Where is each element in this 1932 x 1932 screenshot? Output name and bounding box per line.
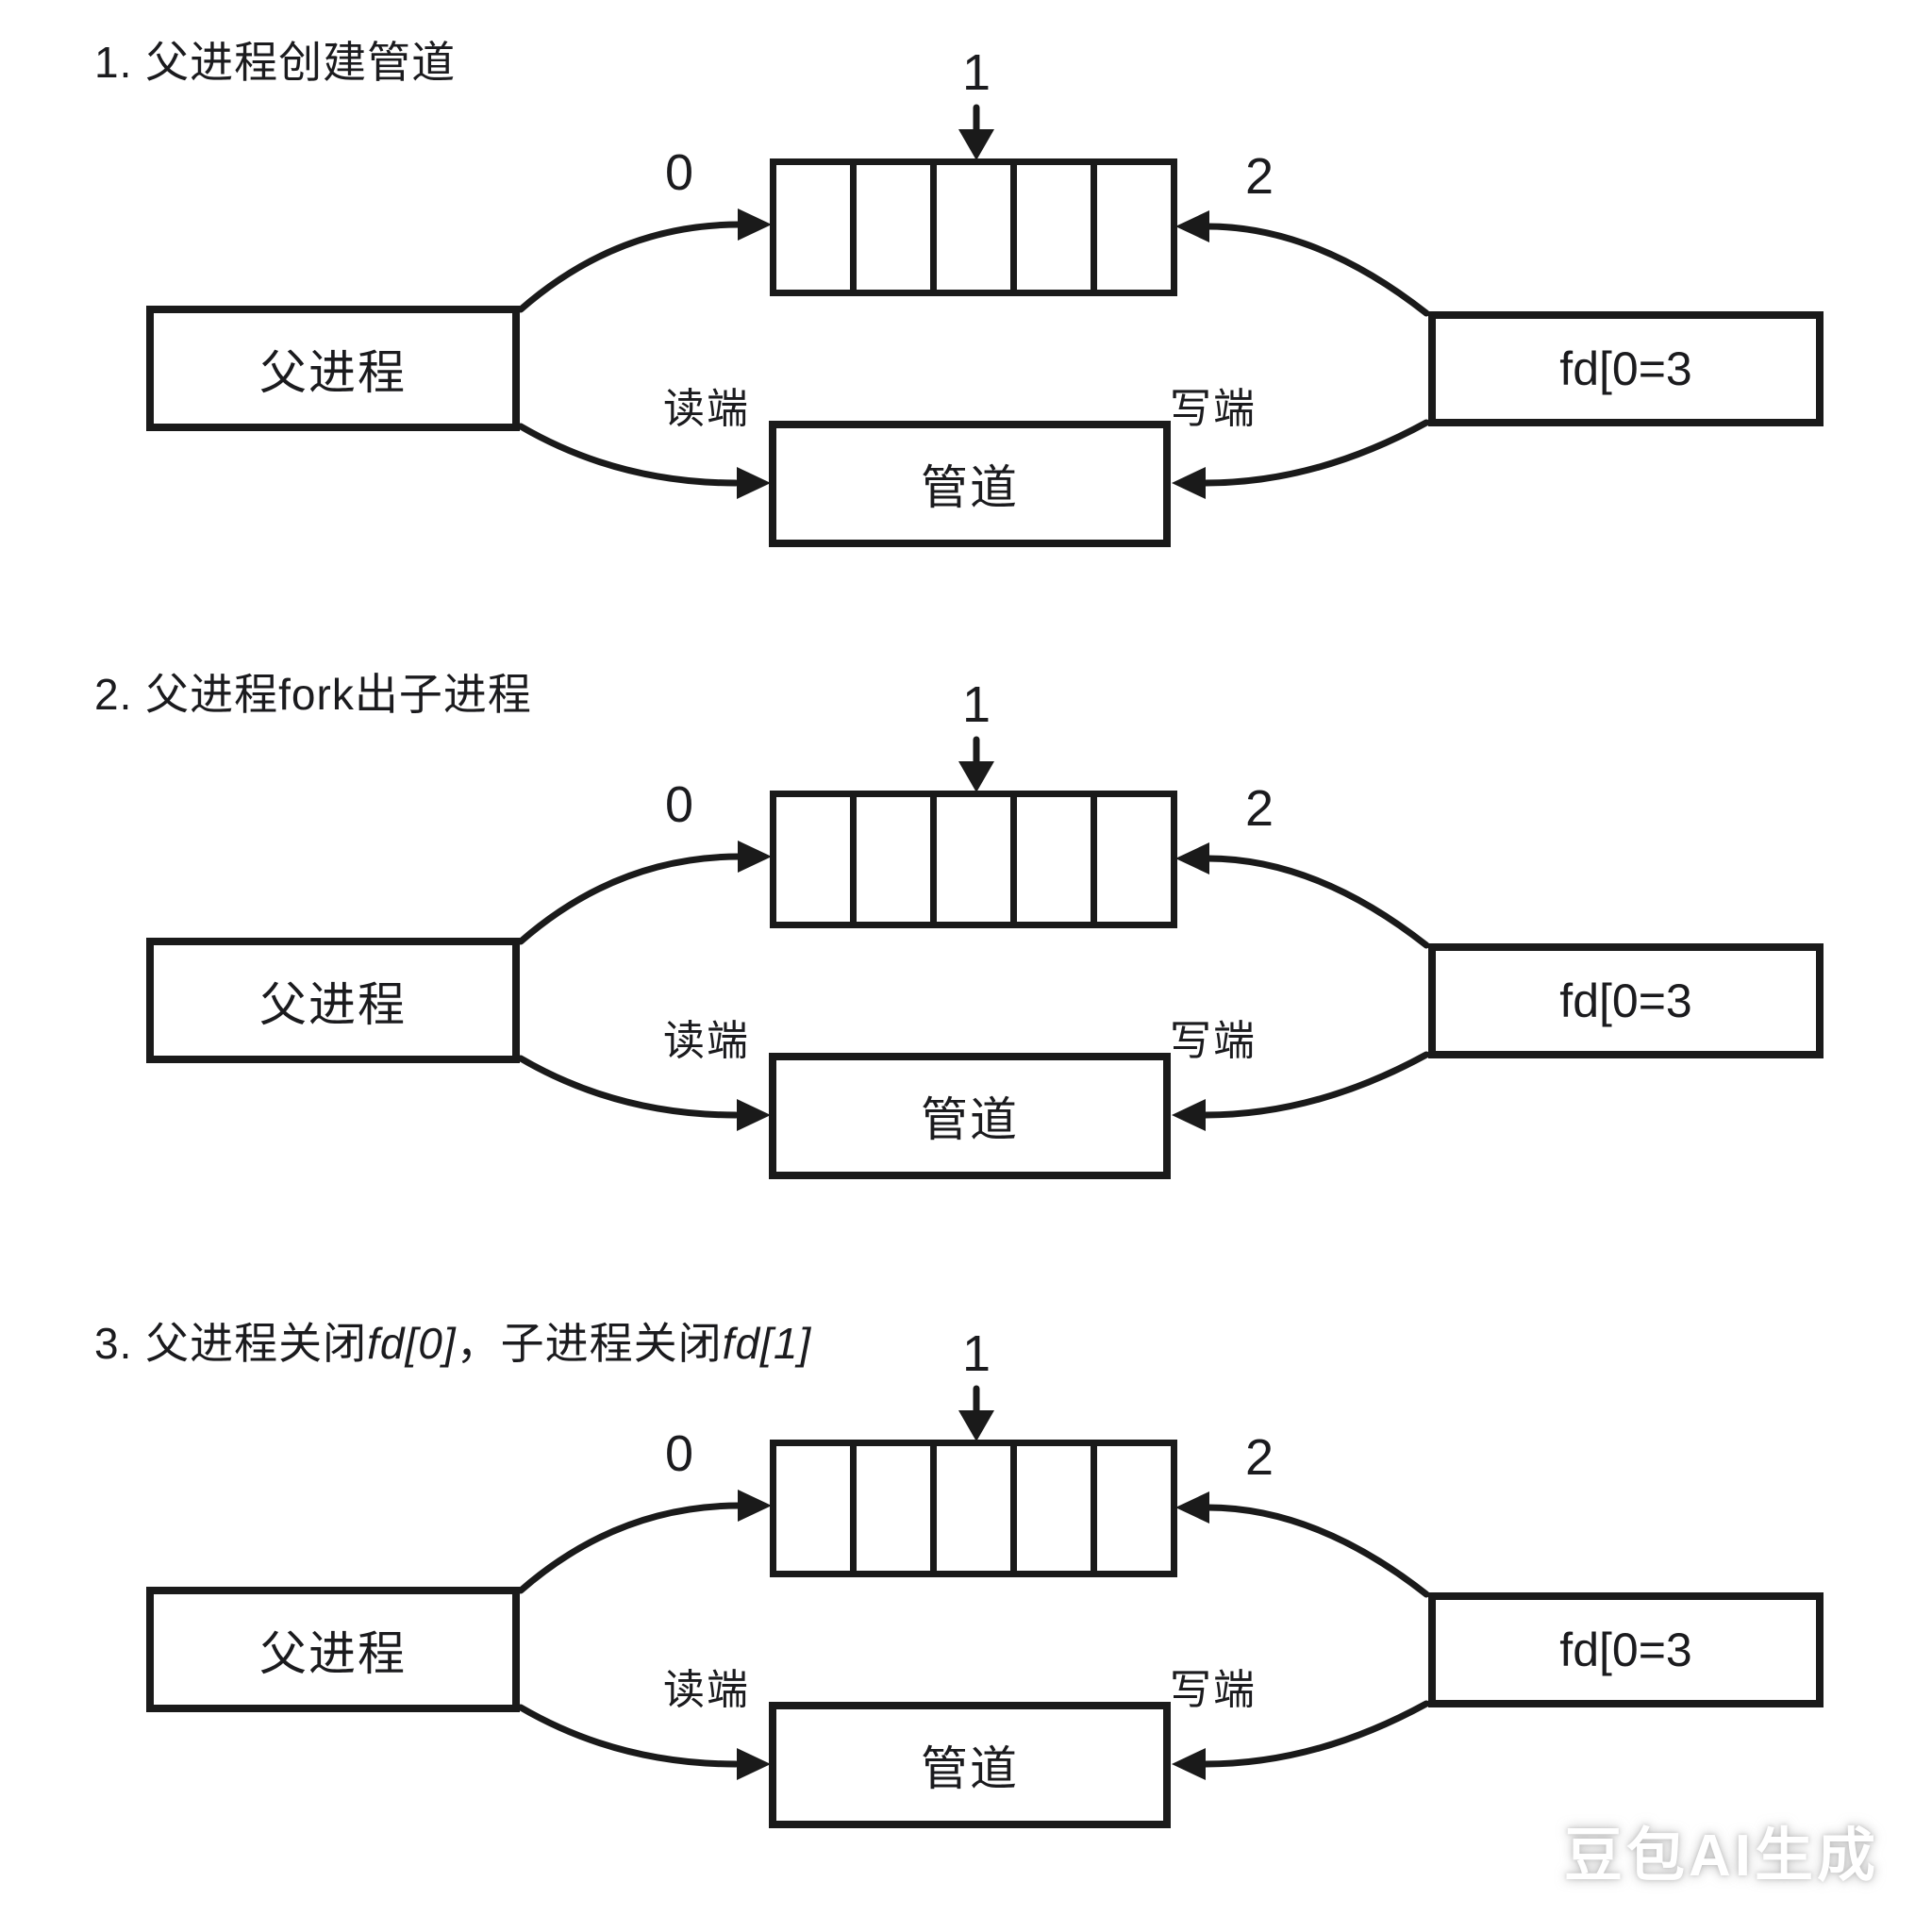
section-title: 3. 父进程关闭fd[0]，子进程关闭fd[1] — [94, 1319, 811, 1369]
section-title-part: fd[0] — [367, 1319, 457, 1368]
section-title-part: ，子进程关闭 — [456, 1319, 723, 1368]
fd-cell — [850, 1446, 930, 1571]
fd-cell — [850, 165, 930, 290]
section-title-part: 1. 父进程创建管道 — [94, 38, 457, 87]
arrow-parent-to-pipe — [517, 423, 740, 487]
fd-cell — [776, 1446, 850, 1571]
read-end-label: 读端 — [663, 1667, 750, 1713]
write-end-label: 写端 — [1170, 1018, 1257, 1064]
fd-index-label-0: 0 — [664, 144, 694, 201]
fd-cell — [1010, 165, 1091, 290]
read-end-label: 读端 — [663, 1018, 750, 1064]
arrow-fdbox-to-pipe-head — [1172, 467, 1206, 499]
fd-index-label-1: 1 — [961, 44, 991, 101]
arrow-parent-to-table-head — [738, 208, 772, 241]
diagram-section: 2. 父进程fork出子进程 1 0 2 父进程 fd[0=3 管道 读端 — [0, 670, 1932, 1281]
arrow-fd1-head — [958, 1410, 994, 1441]
arrow-parent-to-table — [517, 1502, 743, 1594]
fd-cell — [930, 165, 1010, 290]
fd-index-label-2: 2 — [1244, 148, 1274, 205]
arrow-parent-to-table-head — [738, 1490, 772, 1522]
diagram-section: 3. 父进程关闭fd[0]，子进程关闭fd[1] 1 0 2 父进程 fd[0=… — [0, 1319, 1932, 1930]
arrow-fdbox-to-table-head — [1175, 842, 1209, 874]
fd-cell — [930, 797, 1010, 922]
section-title: 1. 父进程创建管道 — [94, 38, 456, 88]
watermark: 豆包AI生成 — [1563, 1824, 1879, 1889]
fd-index-label-2: 2 — [1244, 780, 1274, 837]
write-end-label: 写端 — [1170, 386, 1257, 432]
arrow-fdbox-to-pipe-head — [1172, 1748, 1206, 1780]
arrow-parent-to-pipe — [517, 1055, 740, 1119]
fd-index-label-1: 1 — [961, 1325, 991, 1382]
fd-cell — [1091, 165, 1171, 290]
arrow-fdbox-to-table — [1204, 1504, 1430, 1598]
arrow-fdbox-to-table — [1204, 855, 1430, 949]
section-title-part: 3. 父进程关闭 — [94, 1319, 368, 1368]
section-title-part: fd[1] — [722, 1319, 812, 1368]
parent-process-box: 父进程 — [146, 938, 520, 1063]
arrow-fd1-head — [958, 761, 994, 792]
parent-process-box: 父进程 — [146, 1587, 520, 1712]
fd-cell — [1010, 1446, 1091, 1571]
pipe-box: 管道 — [769, 421, 1171, 547]
arrow-parent-to-pipe-head — [737, 1099, 771, 1131]
arrow-fdbox-to-pipe-head — [1172, 1099, 1206, 1131]
arrow-fdbox-to-table — [1204, 223, 1430, 317]
section-title-part: 2. 父进程fork出子进程 — [94, 670, 532, 719]
arrow-parent-to-pipe-head — [737, 1748, 771, 1780]
fd-index-label-0: 0 — [664, 1425, 694, 1482]
fd-descriptor-table — [770, 1440, 1177, 1577]
fd-array-box: fd[0=3 — [1428, 943, 1824, 1058]
fd-index-label-1: 1 — [961, 676, 991, 733]
fd-cell — [1091, 1446, 1171, 1571]
section-title: 2. 父进程fork出子进程 — [94, 670, 532, 720]
read-end-label: 读端 — [663, 386, 750, 432]
fd-cell — [776, 165, 850, 290]
arrow-fd1-head — [958, 129, 994, 160]
pipe-box: 管道 — [769, 1053, 1171, 1179]
arrow-fdbox-to-table-head — [1175, 210, 1209, 242]
fd-descriptor-table — [770, 791, 1177, 928]
fd-array-box: fd[0=3 — [1428, 1592, 1824, 1707]
arrow-parent-to-table — [517, 221, 743, 313]
diagram-section: 1. 父进程创建管道 1 0 2 父进程 fd[0=3 管道 读端 — [0, 38, 1932, 649]
parent-process-box: 父进程 — [146, 306, 520, 431]
fd-descriptor-table — [770, 158, 1177, 296]
arrow-fdbox-to-table-head — [1175, 1491, 1209, 1524]
arrow-parent-to-table-head — [738, 841, 772, 873]
fd-cell — [776, 797, 850, 922]
fd-cell — [1091, 797, 1171, 922]
pipe-box: 管道 — [769, 1702, 1171, 1828]
fd-array-box: fd[0=3 — [1428, 311, 1824, 426]
write-end-label: 写端 — [1170, 1667, 1257, 1713]
arrow-parent-to-table — [517, 853, 743, 945]
fd-index-label-0: 0 — [664, 776, 694, 833]
arrow-parent-to-pipe — [517, 1704, 740, 1768]
arrow-parent-to-pipe-head — [737, 467, 771, 499]
fd-cell — [850, 797, 930, 922]
fd-cell — [1010, 797, 1091, 922]
fd-cell — [930, 1446, 1010, 1571]
fd-index-label-2: 2 — [1244, 1429, 1274, 1486]
